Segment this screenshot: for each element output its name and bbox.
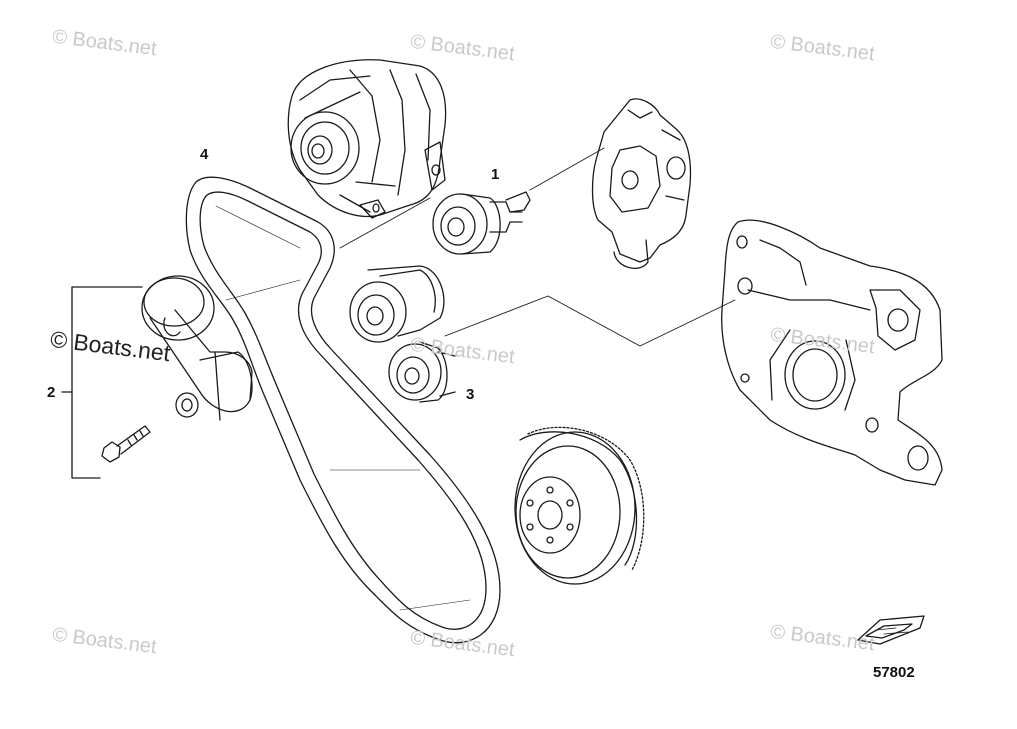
callout-4: 4 xyxy=(200,146,209,163)
callout-bracket-2 xyxy=(62,287,142,478)
alternator-icon xyxy=(288,60,445,218)
front-engine-cover-icon xyxy=(722,220,942,485)
callout-3: 3 xyxy=(466,386,475,403)
orientation-boat-icon xyxy=(858,616,924,644)
figure-number: 57802 xyxy=(873,664,915,681)
serpentine-belt-icon xyxy=(186,177,500,643)
idler-pulley-icon xyxy=(433,192,530,254)
callout-2: 2 xyxy=(47,384,56,401)
crankshaft-damper-icon xyxy=(515,427,644,584)
idler-pulley-3-icon xyxy=(350,266,455,402)
callout-1: 1 xyxy=(491,166,500,183)
bolt-icon xyxy=(102,426,150,462)
mounting-bracket-icon xyxy=(593,99,691,268)
belt-tensioner-icon xyxy=(142,276,252,420)
leader-lines xyxy=(340,148,735,346)
